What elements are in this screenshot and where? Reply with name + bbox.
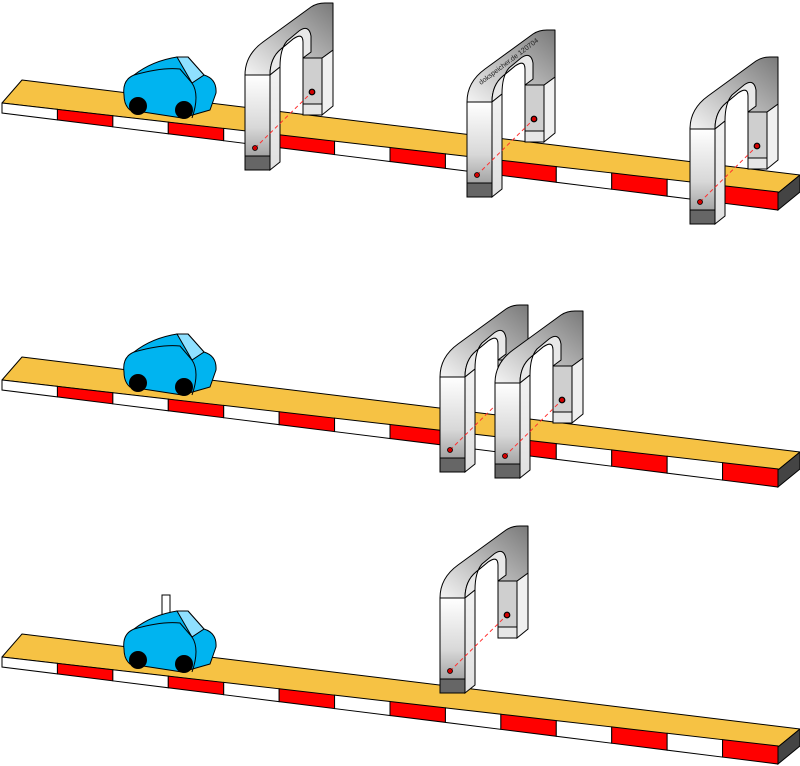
sensor-emitter-dot bbox=[697, 199, 703, 205]
sensor-receiver-dot bbox=[308, 88, 316, 96]
gate bbox=[439, 525, 529, 695]
gate-inner-face bbox=[519, 335, 562, 385]
beam-top-surface bbox=[1, 356, 800, 471]
beam-end-face bbox=[777, 451, 800, 489]
gate-group bbox=[689, 56, 779, 226]
gate-inner-face bbox=[464, 329, 507, 379]
car bbox=[123, 56, 217, 119]
gate-inner-face bbox=[491, 54, 534, 104]
gate-front-leg-side bbox=[464, 588, 476, 695]
car-wheel-front bbox=[175, 378, 193, 396]
sensor-receiver-dot bbox=[753, 142, 761, 150]
car-wheel-front bbox=[175, 101, 193, 119]
sensor-receiver-dot bbox=[558, 396, 566, 404]
gate-front-leg-side bbox=[519, 373, 531, 480]
car-body-edge bbox=[133, 345, 197, 396]
gate-group bbox=[494, 310, 584, 480]
car-body-edge bbox=[133, 622, 197, 673]
gate-front-leg-foot bbox=[466, 182, 493, 198]
gate-back-leg-side bbox=[516, 572, 529, 640]
panel-single-gate-car-with-flag bbox=[1, 525, 800, 766]
gate-inner-face bbox=[269, 27, 312, 77]
gate bbox=[689, 56, 779, 226]
gate-inner-face bbox=[464, 550, 507, 600]
gate-back-leg-foot bbox=[302, 103, 323, 116]
sensor-emitter-dot bbox=[252, 145, 258, 151]
car-window bbox=[176, 56, 205, 84]
gate-back-leg-side bbox=[571, 357, 584, 425]
sensor-receiver-dot bbox=[530, 115, 538, 123]
panel-three-gates: dokspeicher.de 120704 bbox=[1, 2, 800, 226]
gate-front-leg bbox=[689, 128, 716, 225]
gate-front-leg-side bbox=[464, 367, 476, 474]
car bbox=[123, 333, 217, 396]
car-wheel-front bbox=[175, 655, 193, 673]
gate-front-leg-foot bbox=[439, 457, 466, 473]
gate-front-leg-side bbox=[491, 92, 503, 199]
light-barrier-beam bbox=[254, 91, 313, 149]
gate-front-leg bbox=[439, 597, 466, 694]
sensor-emitter-dot bbox=[502, 453, 508, 459]
beam-end-face bbox=[777, 174, 800, 212]
gate-group bbox=[244, 2, 334, 172]
gate-front-leg-foot bbox=[689, 209, 716, 225]
gate-front-leg-side bbox=[714, 119, 726, 226]
gate bbox=[244, 2, 334, 172]
car-window bbox=[176, 333, 205, 361]
gate-back-leg-foot bbox=[552, 411, 573, 424]
gate-front-leg-side bbox=[269, 65, 281, 172]
light-barrier-beam bbox=[504, 399, 563, 457]
gate-inner-face bbox=[714, 81, 757, 131]
gate-back-leg-foot bbox=[497, 626, 518, 639]
sensor-receiver-dot bbox=[503, 611, 511, 619]
gate-back-leg-foot bbox=[524, 130, 545, 143]
light-barrier-beam bbox=[699, 145, 758, 203]
gate-group bbox=[439, 525, 529, 695]
car-window bbox=[176, 610, 205, 638]
beam-top-surface bbox=[1, 79, 800, 194]
light-barrier-beam bbox=[476, 118, 535, 176]
car-wheel-rear bbox=[129, 97, 147, 115]
car-wheel-rear bbox=[129, 374, 147, 392]
gate-back-leg-side bbox=[321, 49, 334, 117]
car-body-edge bbox=[133, 68, 197, 119]
gate-front-leg-foot bbox=[244, 155, 271, 171]
car bbox=[123, 594, 217, 673]
gate-front-leg-foot bbox=[439, 678, 466, 694]
light-barrier-beam bbox=[449, 614, 508, 672]
car-wheel-rear bbox=[129, 651, 147, 669]
sensor-emitter-dot bbox=[447, 668, 453, 674]
sensor-emitter-dot bbox=[447, 447, 453, 453]
gate-front-leg-foot bbox=[494, 463, 521, 479]
gate-back-leg-foot bbox=[747, 157, 768, 170]
gate-back-leg-side bbox=[766, 103, 779, 171]
beam-top-surface bbox=[1, 633, 800, 748]
gate-back-leg-side bbox=[543, 76, 556, 144]
sensor-emitter-dot bbox=[474, 172, 480, 178]
panel-double-gate bbox=[1, 304, 800, 489]
gate bbox=[494, 310, 584, 480]
beam-end-face bbox=[777, 728, 800, 766]
